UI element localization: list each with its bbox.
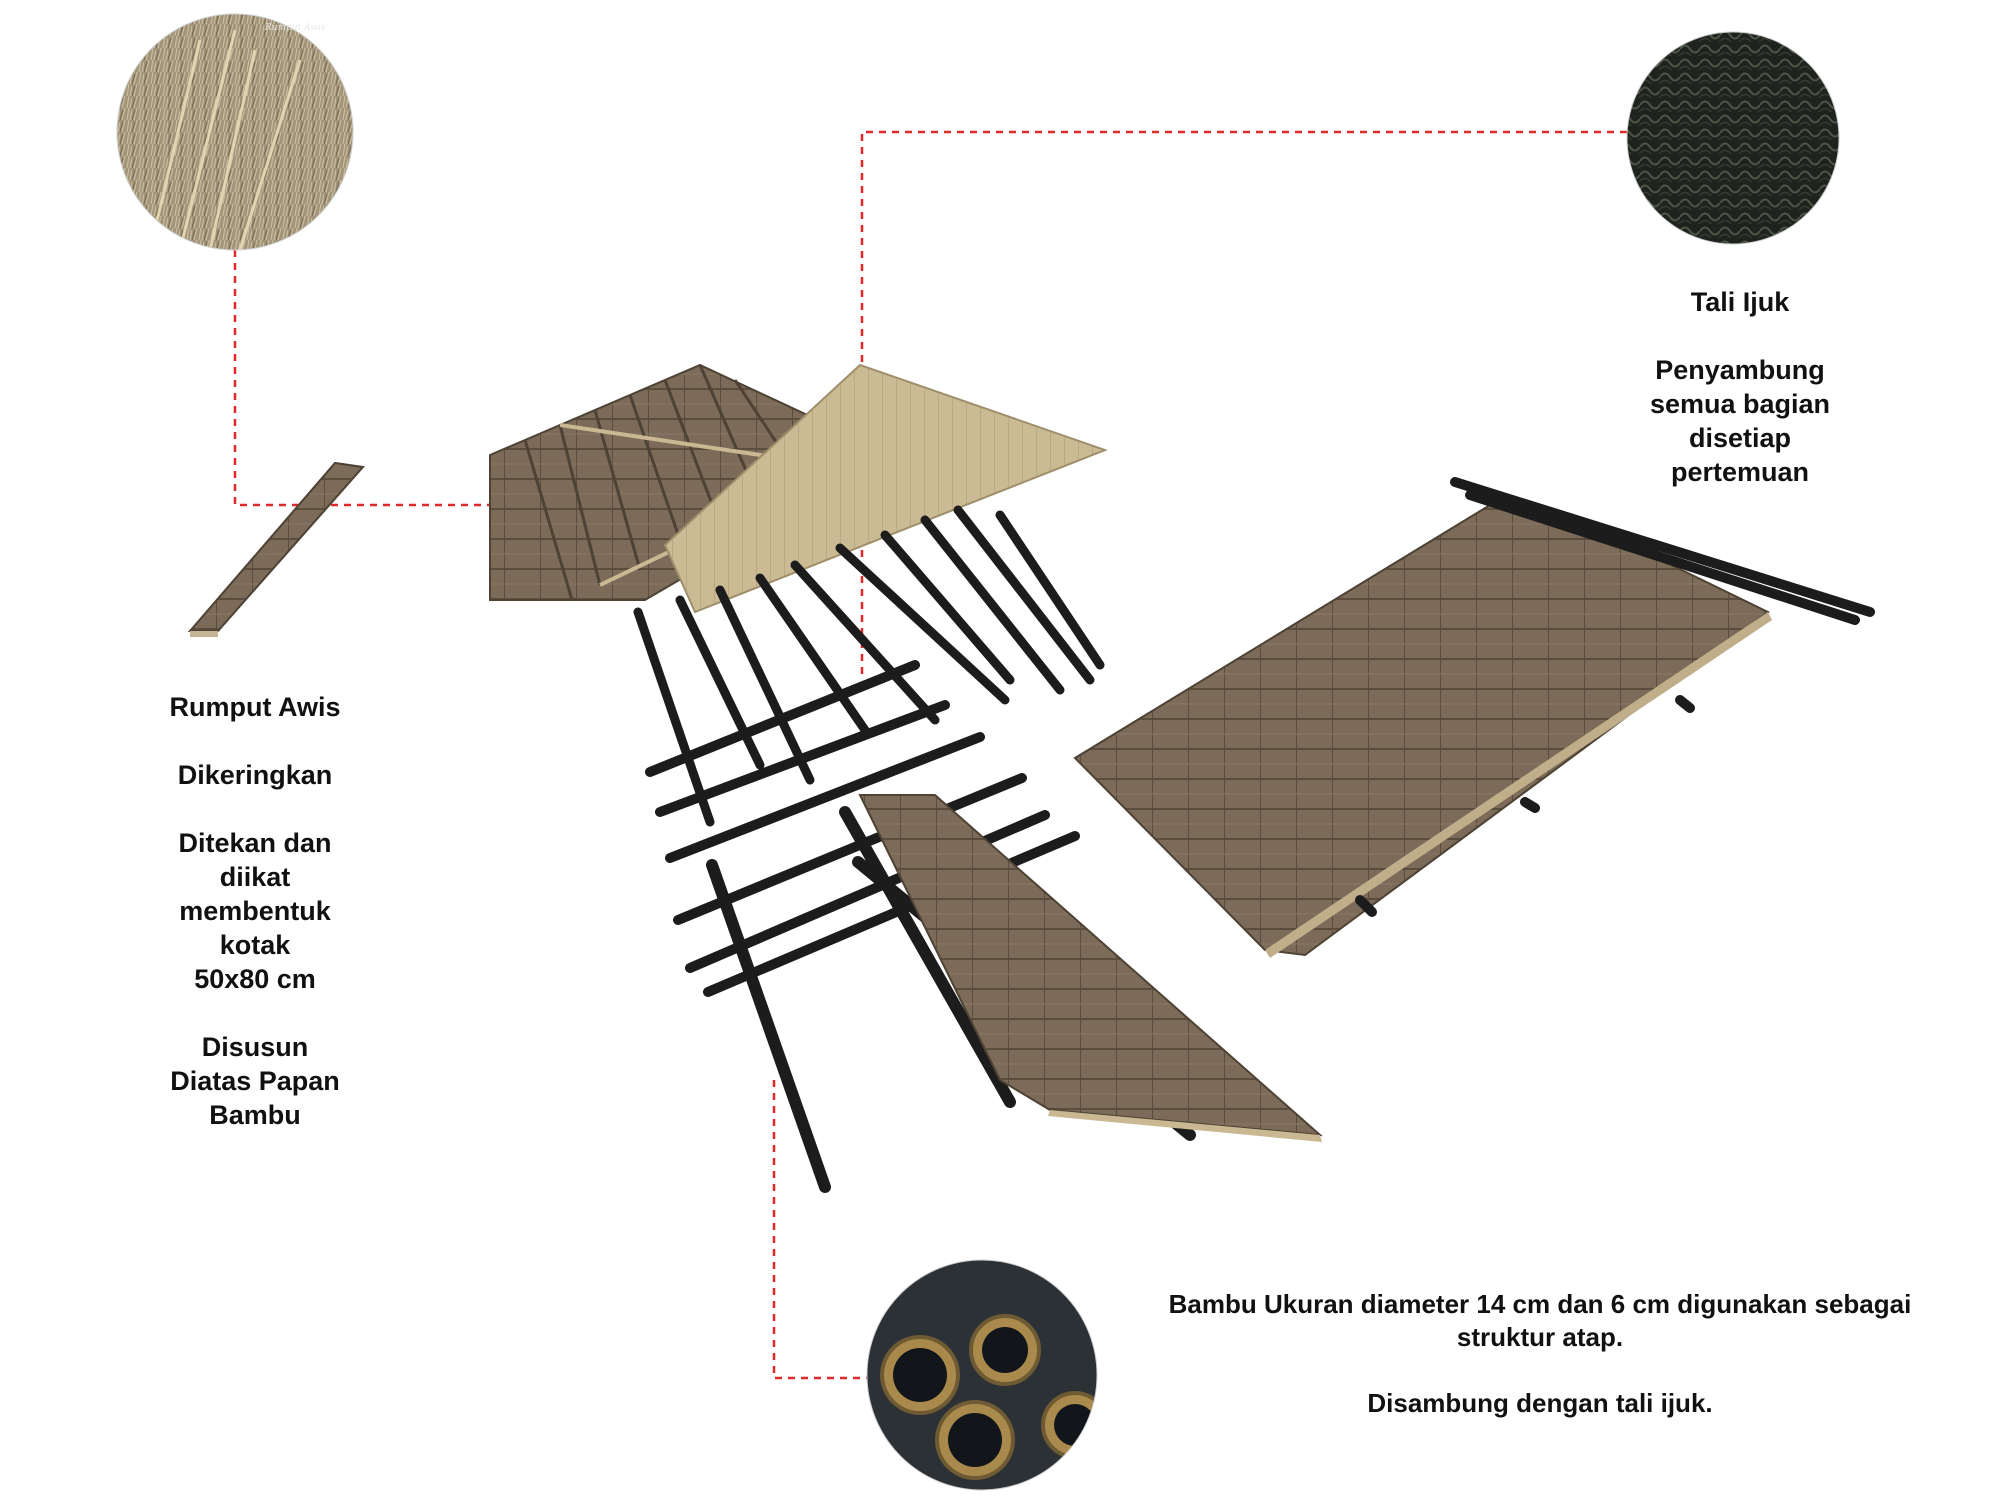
dried-grass-photo: Rumput Awis <box>110 10 360 260</box>
single-grass-panel <box>190 463 363 637</box>
assembled-roof <box>1075 482 1870 958</box>
ijuk-rope-photo <box>1620 25 1850 255</box>
watermark-text: Rumput Awis <box>264 23 326 33</box>
bamboo-photo <box>860 1255 1110 1500</box>
rope-description: Tali Ijuk Penyambung semua bagian diseti… <box>1590 285 1890 489</box>
bamboo-leader-line <box>774 1080 868 1378</box>
grass-description: Rumput Awis Dikeringkan Ditekan dan diik… <box>120 690 390 1132</box>
bamboo-description: Bambu Ukuran diameter 14 cm dan 6 cm dig… <box>1100 1288 1980 1420</box>
